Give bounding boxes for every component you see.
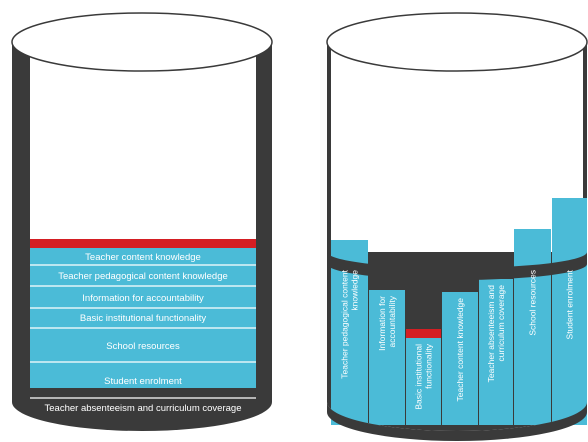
stave	[442, 292, 478, 425]
stave	[552, 198, 587, 425]
left-layer-label: Student enrolment	[104, 376, 182, 387]
right-barrel-bottom	[327, 402, 587, 441]
left-layer-dividers	[30, 264, 256, 399]
left-layer-label: Teacher absenteeism and curriculum cover…	[45, 403, 242, 414]
stave	[369, 290, 405, 425]
stave	[406, 338, 441, 425]
left-layer-label: Teacher pedagogical content knowledge	[58, 271, 228, 282]
left-limiting-strip	[30, 239, 256, 248]
stave-label: Teacher absenteeism andcurriculum covera…	[486, 285, 506, 383]
right-barrel-interior	[331, 42, 583, 252]
left-layer-label: School resources	[106, 341, 180, 352]
stave-label: Information foraccountability	[377, 295, 397, 351]
stave-label: Basic institutionalfunctionality	[414, 343, 434, 409]
right-barrel-rim	[326, 12, 588, 72]
left-layer-label: Information for accountability	[82, 293, 204, 304]
stave	[514, 229, 551, 425]
left-barrel-fill	[30, 248, 256, 388]
stave-label: Student enrolment	[565, 269, 575, 339]
right-barrel: Teacher pedagogical contentknowledge Info…	[326, 12, 588, 441]
right-barrel-hoop	[327, 252, 587, 280]
left-layer-label: Teacher content knowledge	[85, 252, 201, 263]
stave	[479, 279, 513, 425]
stave-label: School resources	[528, 270, 538, 336]
left-layer-label: Basic institutional functionality	[80, 313, 206, 324]
stave-label: Teacher content knowledge	[455, 298, 465, 402]
limiting-stave-marker	[406, 329, 441, 338]
left-barrel-rim	[11, 12, 273, 72]
left-barrel: Teacher content knowledge Teacher pedago…	[11, 12, 273, 431]
stave-label: Teacher pedagogical contentknowledge	[340, 269, 360, 378]
right-stave-labels: Teacher pedagogical contentknowledge Info…	[340, 269, 575, 409]
